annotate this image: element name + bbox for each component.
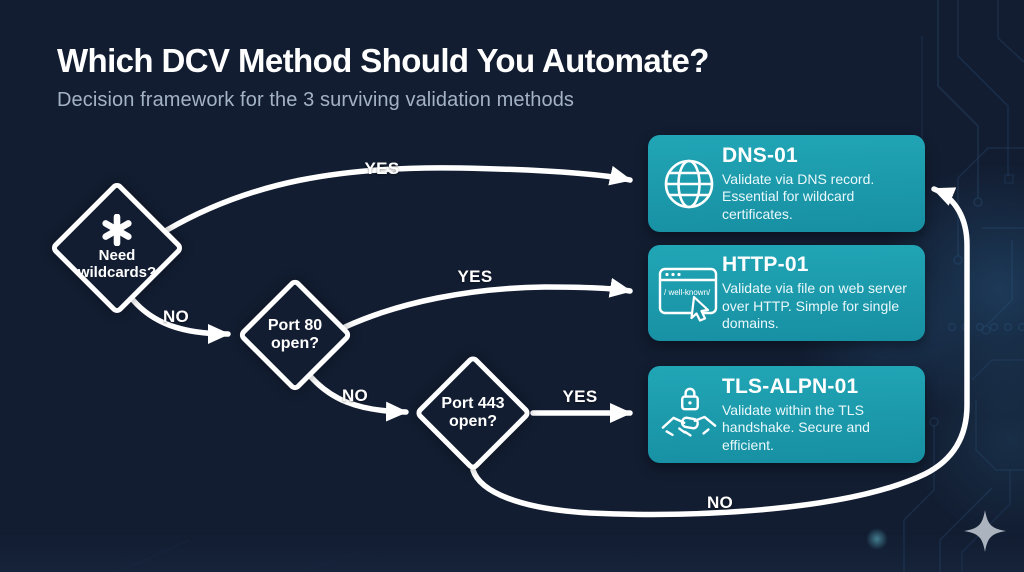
decision-label: Need wildcards? [77, 247, 157, 281]
card-description: Validate via DNS record. Essential for w… [722, 170, 875, 222]
decision-label: Port 443 open? [441, 395, 505, 430]
card-description: Validate within the TLS handshake. Secur… [722, 401, 870, 453]
browser-window-icon: / well-known/ [656, 264, 722, 322]
decision-label: Port 80 open? [267, 317, 323, 352]
decision-port-80: Port 80 open? [237, 277, 353, 393]
asterisk-icon [102, 214, 132, 247]
handshake-padlock-icon [656, 384, 722, 446]
card-title: TLS-ALPN-01 [722, 374, 859, 398]
decision-need-wildcards: Need wildcards? [49, 180, 185, 316]
bottom-fade [0, 532, 1024, 572]
edge-label-port80-no: NO [341, 386, 369, 405]
globe-icon [656, 156, 722, 212]
card-http-01: / well-known/ HTTP-01 Validate via file … [648, 245, 925, 341]
arrow-port80-yes [342, 277, 633, 330]
browser-path-text: / well-known/ [664, 288, 711, 297]
card-title: DNS-01 [722, 143, 798, 167]
background-glow-dot [866, 528, 888, 550]
edge-label-wildcards-no: NO [162, 307, 190, 326]
four-point-sparkle-icon [964, 510, 1006, 552]
card-description: Validate via file on web server over HTT… [722, 280, 907, 332]
page-subtitle: Decision framework for the 3 surviving v… [57, 88, 575, 111]
card-title: HTTP-01 [722, 253, 809, 277]
edge-label-port80-yes: YES [457, 267, 493, 286]
card-dns-01: DNS-01 Validate via DNS record. Essentia… [648, 135, 925, 232]
edge-label-port443-no: NO [706, 493, 734, 512]
page-title: Which DCV Method Should You Automate? [57, 42, 709, 79]
decision-port-443: Port 443 open? [413, 353, 533, 473]
card-tls-alpn-01: TLS-ALPN-01 Validate within the TLS hand… [648, 366, 925, 463]
arrow-port443-no-loop [470, 186, 970, 518]
edge-label-port443-yes: YES [562, 387, 598, 406]
header: Which DCV Method Should You Automate? De… [57, 42, 709, 112]
edge-label-wildcards-yes: YES [364, 159, 400, 178]
